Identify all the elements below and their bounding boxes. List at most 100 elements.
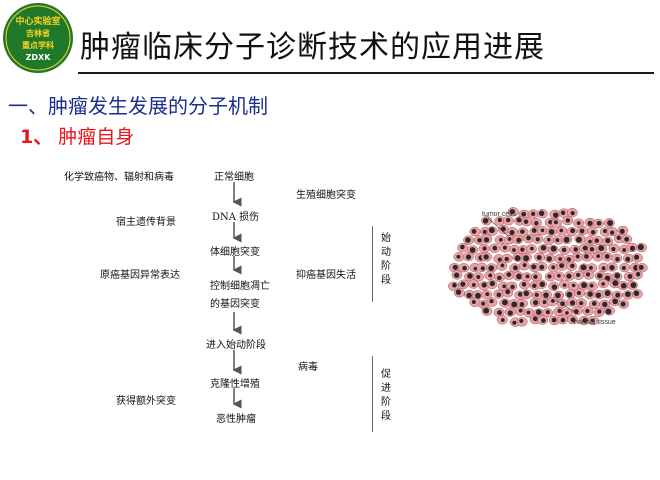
cell-nucleus xyxy=(582,245,588,251)
cell-nucleus xyxy=(462,265,467,271)
cell-nucleus xyxy=(605,238,611,244)
cell-nucleus xyxy=(456,254,461,259)
cell-nucleus xyxy=(550,245,557,252)
cell-nucleus xyxy=(602,229,608,234)
cell-nucleus xyxy=(532,283,537,289)
cell-nucleus xyxy=(576,290,582,296)
cell-nucleus xyxy=(541,318,546,323)
cell-nucleus xyxy=(570,228,576,234)
cell-nucleus xyxy=(633,290,640,297)
cell-nucleus xyxy=(516,237,522,243)
cell-nucleus xyxy=(596,220,602,226)
cell-nucleus xyxy=(614,272,621,279)
subsection-number: 1、 xyxy=(20,126,53,148)
cell-nucleus xyxy=(523,219,529,224)
node-apoptosis-line1: 控制细胞凋亡 xyxy=(210,281,270,292)
cell-nucleus xyxy=(534,292,539,297)
cell-nucleus xyxy=(482,229,487,234)
cell-nucleus xyxy=(590,318,595,323)
node-initiation: 进入始动阶段 xyxy=(206,340,266,351)
stage-promotion-char: 阶 xyxy=(381,397,391,408)
cell-nucleus xyxy=(489,280,496,287)
cell-nucleus xyxy=(497,257,502,262)
cell-nucleus xyxy=(570,211,575,216)
cell-nucleus xyxy=(548,228,555,235)
cell-nucleus xyxy=(565,311,569,315)
cell-nucleus xyxy=(562,283,567,287)
cell-nucleus xyxy=(590,230,596,235)
cell-nucleus xyxy=(523,255,530,262)
stage-promotion-char: 进 xyxy=(381,383,391,394)
cell-nucleus xyxy=(611,247,616,252)
cell-nucleus xyxy=(512,320,517,325)
label-tsg-inactivation: 抑癌基因失活 xyxy=(296,270,356,281)
cell-nucleus xyxy=(559,263,565,269)
tumor-cells-figure: tumor cells normal tissue xyxy=(448,207,648,327)
cell-nucleus xyxy=(489,299,494,304)
cell-nucleus xyxy=(512,248,516,252)
cell-nucleus xyxy=(519,302,525,307)
cell-nucleus xyxy=(521,282,527,287)
cell-nucleus xyxy=(569,300,576,306)
section-heading: 一、肿瘤发生发展的分子机制 xyxy=(8,94,268,118)
node-normal-cell: 正常细胞 xyxy=(214,172,254,183)
lab-logo: 中心实验室 吉林省 重点学科 ZDXK xyxy=(3,3,73,73)
cell-nucleus xyxy=(551,317,557,323)
cell-nucleus xyxy=(526,310,531,315)
cell-nucleus xyxy=(483,307,490,314)
promotion-bracket xyxy=(372,356,373,432)
cell-nucleus xyxy=(465,254,472,260)
cell-nucleus xyxy=(501,299,508,306)
cell-nucleus xyxy=(520,229,525,234)
label-tumor-cells: tumor cells xyxy=(482,211,516,218)
title-rule xyxy=(78,72,654,74)
cell-nucleus xyxy=(469,247,476,253)
stage-initiation-char: 段 xyxy=(381,275,391,286)
cell-nucleus xyxy=(553,220,558,225)
label-normal-tissue: normal tissue xyxy=(574,319,616,326)
cell-nucleus xyxy=(510,284,515,290)
cell-nucleus xyxy=(634,254,640,260)
subsection-text: 肿瘤自身 xyxy=(58,126,135,148)
cell-nucleus xyxy=(594,238,600,243)
cell-nucleus xyxy=(471,229,477,234)
cell-nucleus xyxy=(607,219,614,226)
initiation-bracket xyxy=(372,226,373,302)
cell-nucleus xyxy=(570,317,576,323)
cell-nucleus xyxy=(580,264,587,271)
label-carcinogens: 化学致癌物、辐射和病毒 xyxy=(64,172,174,183)
stage-initiation-char: 动 xyxy=(381,247,391,258)
cell-nucleus xyxy=(566,257,572,262)
cell-nucleus xyxy=(576,221,581,226)
label-oncogene: 原癌基因异常表达 xyxy=(100,270,180,281)
cell-nucleus xyxy=(542,300,547,305)
cell-nucleus xyxy=(471,300,476,304)
cell-nucleus xyxy=(637,244,644,251)
cell-nucleus xyxy=(588,265,593,270)
logo-line1: 中心实验室 xyxy=(15,15,60,27)
cell-nucleus xyxy=(581,282,587,289)
cell-nucleus xyxy=(497,217,502,223)
cell-nucleus xyxy=(627,273,633,279)
cell-nucleus xyxy=(521,211,527,217)
cell-nucleus xyxy=(601,266,606,271)
cell-nucleus xyxy=(557,308,562,313)
cell-nucleus xyxy=(531,264,537,270)
cell-nucleus xyxy=(520,247,525,252)
cell-nucleus xyxy=(605,308,612,315)
cell-nucleus xyxy=(512,265,518,271)
cell-nucleus xyxy=(536,255,542,261)
cell-nucleus xyxy=(500,318,505,322)
cell-nucleus xyxy=(573,309,579,314)
cell-nucleus xyxy=(488,227,495,234)
cell-nucleus xyxy=(575,236,582,243)
cell-nucleus xyxy=(505,289,511,295)
cell-nucleus xyxy=(460,281,466,287)
cell-nucleus xyxy=(502,245,507,250)
cell-nucleus xyxy=(619,228,625,234)
cell-nucleus xyxy=(533,299,539,306)
cell-nucleus xyxy=(553,212,559,218)
cell-nucleus xyxy=(504,256,509,262)
cell-nucleus xyxy=(585,308,590,314)
